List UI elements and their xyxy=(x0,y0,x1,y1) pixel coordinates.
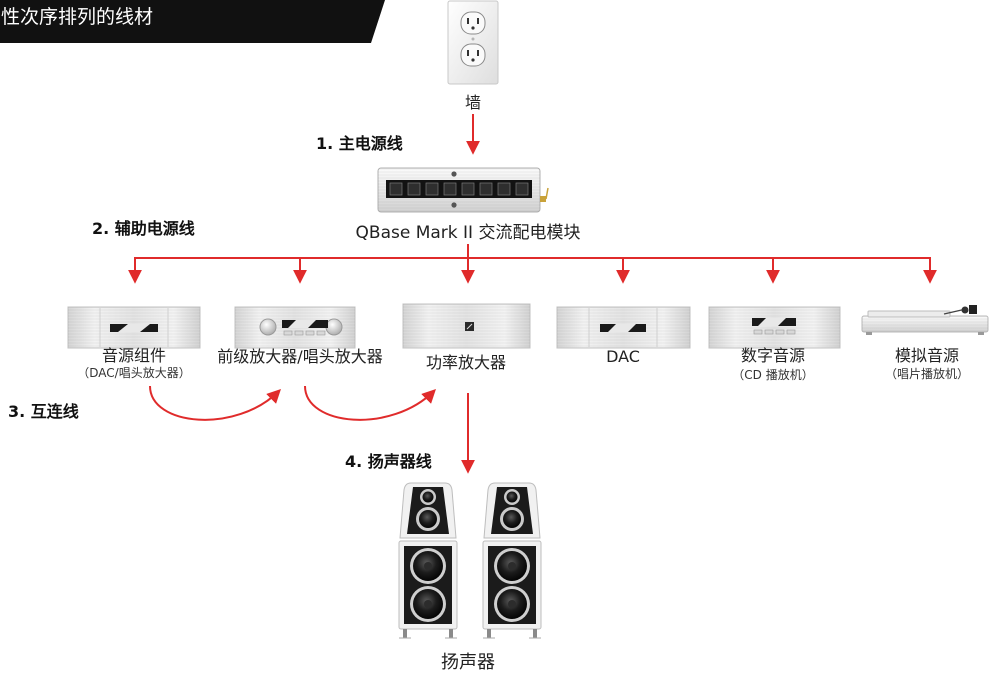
step-1-label: 1. 主电源线 xyxy=(316,134,403,153)
speaker-icon xyxy=(398,482,542,639)
component-preamp-label: 前级放大器/唱头放大器 xyxy=(217,347,382,366)
preamp-icon xyxy=(234,306,356,349)
step-4-label: 4. 扬声器线 xyxy=(345,452,432,471)
speaker-left xyxy=(398,482,458,639)
component-source-label: 音源组件 xyxy=(102,346,166,365)
component-power-amp-label: 功率放大器 xyxy=(426,353,506,372)
step-3-label: 3. 互连线 xyxy=(8,402,79,421)
source-component-icon xyxy=(67,306,201,349)
component-analog-sublabel: （唱片播放机） xyxy=(885,366,969,381)
banner-title: 性次序排列的线材 xyxy=(1,6,153,28)
component-dac-label: DAC xyxy=(606,347,640,366)
interconnect-arrow-preamp-to-power-amp xyxy=(304,385,436,421)
interconnect-arrow-source-to-preamp xyxy=(149,385,281,421)
component-digital-sublabel: （CD 播放机） xyxy=(732,367,813,382)
wall-label: 墙 xyxy=(465,93,481,112)
component-source-sublabel: （DAC/唱头放大器） xyxy=(77,365,190,380)
dac-icon xyxy=(556,306,691,349)
step-2-label: 2. 辅助电源线 xyxy=(92,219,195,238)
component-analog-label: 模拟音源 xyxy=(895,346,959,365)
power-strip-icon xyxy=(377,167,549,213)
power-amp-icon xyxy=(402,303,531,349)
component-digital-label: 数字音源 xyxy=(741,346,805,365)
aux-power-cable-tree xyxy=(128,244,937,284)
turntable-icon xyxy=(861,305,989,335)
power-distributor-label: QBase Mark II 交流配电模块 xyxy=(356,223,581,243)
title-banner: 性次序排列的线材 xyxy=(0,0,385,43)
speakers-label: 扬声器 xyxy=(441,652,495,673)
cd-player-icon xyxy=(708,306,841,349)
speaker-right xyxy=(482,482,542,639)
wall-outlet-icon xyxy=(447,0,499,85)
